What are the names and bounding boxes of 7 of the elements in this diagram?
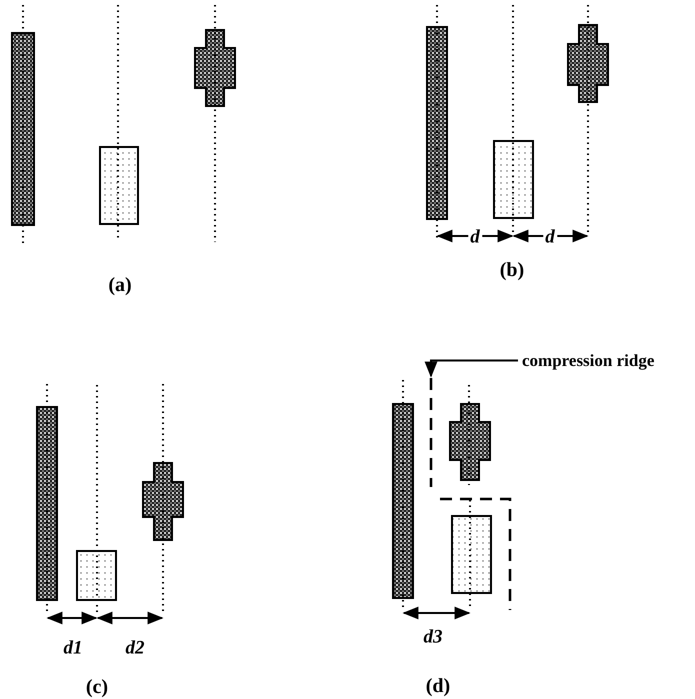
panel-label: (b) <box>500 260 524 280</box>
panel-label: (c) <box>86 677 108 697</box>
panel-label: (a) <box>108 275 132 295</box>
ridge-line <box>430 376 512 612</box>
leader-line <box>424 360 518 378</box>
panel-label: (d) <box>426 676 450 696</box>
callout-text: compression ridge <box>522 352 654 369</box>
